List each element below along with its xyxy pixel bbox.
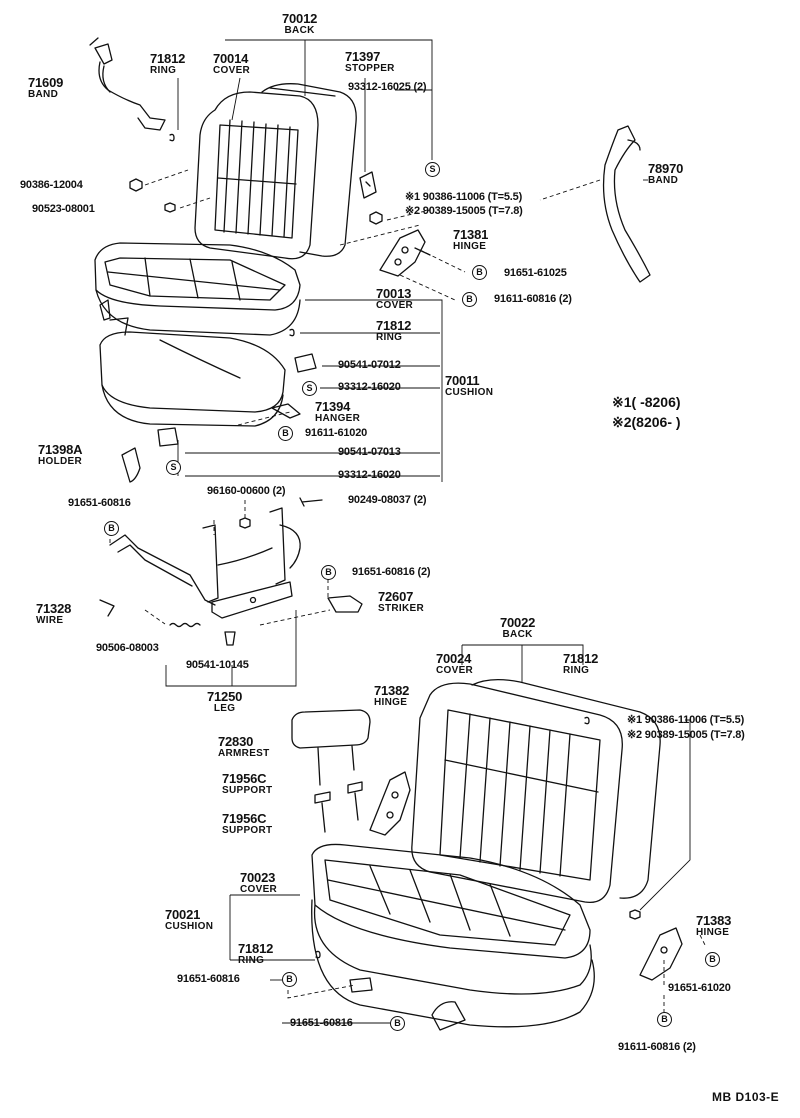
- label-71812-ring-rear: 71812 RING: [563, 651, 599, 676]
- label-90506-08003: 90506-08003: [96, 642, 159, 654]
- stopper-shape: [359, 171, 377, 199]
- label-90523-08001: 90523-08001: [32, 203, 95, 215]
- label-90541-10145: 90541-10145: [186, 659, 249, 671]
- label-71398A: 71398A HOLDER: [38, 442, 83, 467]
- label-91651-61025: 91651-61025: [504, 267, 567, 279]
- bolt-mark-b: B: [278, 426, 293, 441]
- screw-mark-s: S: [166, 460, 181, 475]
- label-70023: 70023 COVER: [240, 870, 278, 895]
- label-93312-16025: 93312-16025 (2): [348, 81, 427, 93]
- label-72830: 72830 ARMREST: [218, 734, 270, 759]
- seat-belt-band-right: [602, 125, 651, 283]
- legend-row-2: ※2(8206- ): [612, 414, 681, 430]
- label-71383: 71383 HINGE: [696, 913, 732, 938]
- diagram-reference-code: MB D103-E: [712, 1090, 780, 1104]
- label-93312-16020-a: 93312-16020: [338, 381, 401, 393]
- label-91611-60816-rear: 91611-60816 (2): [618, 1041, 696, 1053]
- seat-belt-band-left: [89, 37, 166, 131]
- label-90249-08037: 90249-08037 (2): [348, 494, 427, 506]
- hinge-71381: [379, 229, 431, 277]
- bolt-mark-b: B: [462, 292, 477, 307]
- label-70014: 70014 COVER: [213, 51, 251, 76]
- label-90386-12004: 90386-12004: [20, 179, 83, 191]
- label-91651-61020: 91651-61020: [668, 982, 731, 994]
- label-71812-ring-mid: 71812 RING: [376, 318, 412, 343]
- label-93312-16020-b: 93312-16020: [338, 469, 401, 481]
- label-71250: 71250 LEG: [207, 689, 243, 714]
- rear-seat-cushion: [311, 843, 595, 1028]
- label-71381: 71381 HINGE: [453, 227, 489, 252]
- bolt-mark-b: B: [390, 1016, 405, 1031]
- label-71609: 71609 BAND: [28, 75, 64, 100]
- label-71812-ring-rear-cushion: 71812 RING: [238, 941, 274, 966]
- label-71956C-a: 71956C SUPPORT: [222, 771, 273, 796]
- label-70012: 70012 BACK: [282, 11, 318, 36]
- label-90541-07013: 90541-07013: [338, 446, 401, 458]
- label-71812-ring-top: 71812 RING: [150, 51, 186, 76]
- label-91611-61020: 91611-61020: [305, 427, 368, 439]
- label-90541-07012: 90541-07012: [338, 359, 401, 371]
- front-seat-back: [194, 83, 357, 260]
- label-71382: 71382 HINGE: [374, 683, 410, 708]
- label-91651-60816-b: 91651-60816 (2): [352, 566, 431, 578]
- label-71397: 71397 STOPPER: [345, 49, 395, 74]
- front-seat-cushion-cover: [94, 242, 301, 336]
- screw-mark-s: S: [425, 162, 440, 177]
- label-70013: 70013 COVER: [376, 286, 414, 311]
- label-note1-front: ※1 90386-11006 (T=5.5): [405, 191, 523, 203]
- label-72607: 72607 STRIKER: [378, 589, 424, 614]
- label-note1-rear: ※1 90386-11006 (T=5.5): [627, 714, 745, 726]
- legend-row-1: ※1( -8206): [612, 394, 681, 410]
- label-71394: 71394 HANGER: [315, 399, 361, 424]
- bolt-mark-b: B: [282, 972, 297, 987]
- label-note2-front: ※2 90389-15005 (T=7.8): [405, 205, 523, 217]
- label-96160-00600: 96160-00600 (2): [207, 485, 286, 497]
- label-note2-rear: ※2 90389-15005 (T=7.8): [627, 729, 745, 741]
- label-91611-60816-front: 91611-60816 (2): [494, 293, 572, 305]
- label-91651-60816-a: 91651-60816: [68, 497, 131, 509]
- bolt-mark-b: B: [472, 265, 487, 280]
- bolt-mark-b: B: [321, 565, 336, 580]
- label-70022: 70022 BACK: [500, 615, 536, 640]
- bolt-mark-b: B: [657, 1012, 672, 1027]
- bolt-mark-b: B: [104, 521, 119, 536]
- bolt-mark-b: B: [705, 952, 720, 967]
- label-91651-60816-d: 91651-60816: [290, 1017, 353, 1029]
- screw-mark-s: S: [302, 381, 317, 396]
- front-seat-cushion-pad: [99, 299, 286, 427]
- label-71328: 71328 WIRE: [36, 601, 72, 626]
- label-70024: 70024 COVER: [436, 651, 474, 676]
- label-91651-60816-c: 91651-60816: [177, 973, 240, 985]
- label-70021: 70021 CUSHION: [165, 907, 214, 932]
- label-70011: 70011 CUSHION: [445, 373, 494, 398]
- label-78970: 78970 BAND: [648, 161, 684, 186]
- rear-seat-back: [411, 678, 661, 904]
- label-71956C-b: 71956C SUPPORT: [222, 811, 273, 836]
- seat-leg-frame: [99, 507, 301, 646]
